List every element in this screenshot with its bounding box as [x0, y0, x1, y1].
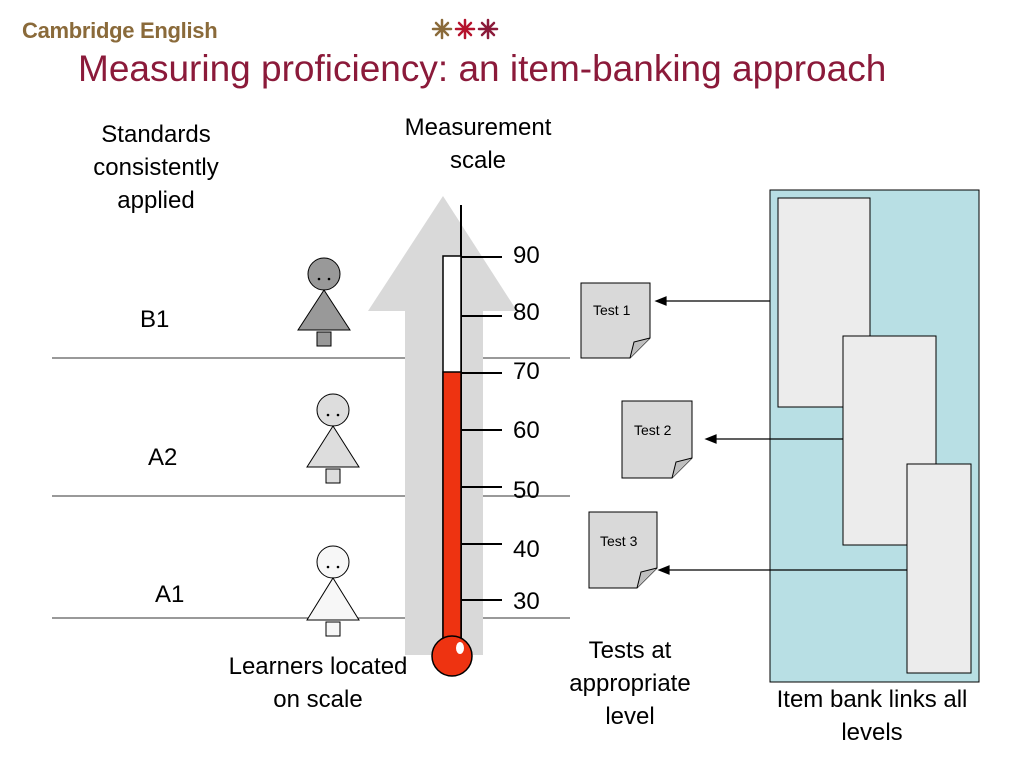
level-a2: A2 [148, 444, 178, 471]
thermometer-mercury [442, 371, 462, 642]
scale-tick-70: 70 [513, 358, 540, 385]
test-2-doc-icon [621, 400, 693, 479]
thermometer-bulb-highlight [456, 642, 464, 654]
thermometer-bulb [431, 635, 473, 677]
scale-tick-30: 30 [513, 588, 540, 615]
test-1-doc-icon [580, 282, 651, 359]
test-1-label: Test 1 [593, 302, 631, 318]
scale-tick-40: 40 [513, 536, 540, 563]
learners-label: Learners located on scale [228, 653, 408, 713]
test-2-label: Test 2 [634, 422, 672, 438]
test-3-label: Test 3 [600, 533, 638, 549]
item-bank-block-3 [906, 463, 972, 674]
scale-tick-50: 50 [513, 477, 540, 504]
level-b1: B1 [140, 306, 170, 333]
item-bank-label: Item bank links all levels [776, 686, 968, 746]
scale-tick-80: 80 [513, 299, 540, 326]
level-a1: A1 [155, 581, 185, 608]
learner-a2-icon [306, 393, 360, 484]
tests-label: Tests at appropriate level [569, 637, 691, 730]
measurement-scale-label: Measurement scale [404, 114, 552, 174]
scale-tick-60: 60 [513, 417, 540, 444]
brand-logo-text: Cambridge English [22, 18, 218, 43]
scale-tick-90: 90 [513, 242, 540, 269]
learner-b1-icon [297, 257, 351, 347]
standards-label: Standards consistently applied [93, 121, 219, 214]
learner-a1-icon [306, 545, 360, 637]
test-3-doc-icon [588, 511, 658, 589]
emblem-icon [430, 12, 520, 46]
page-title: Measuring proficiency: an item-banking a… [78, 48, 887, 89]
